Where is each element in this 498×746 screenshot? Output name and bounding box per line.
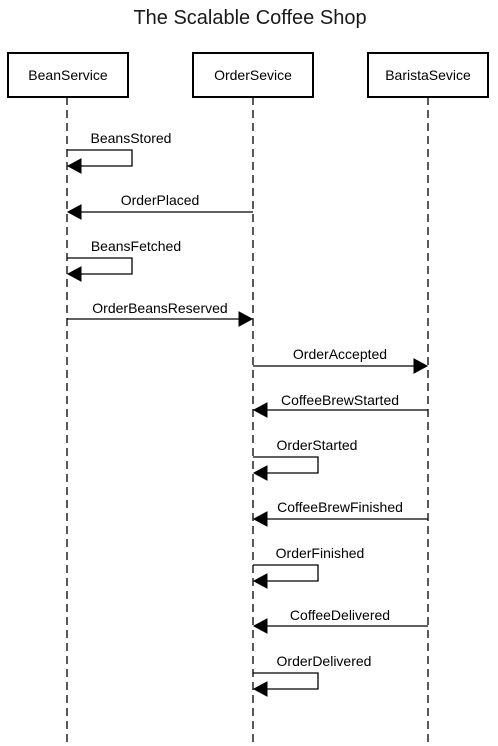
message-label: CoffeeBrewStarted (281, 392, 399, 408)
message-label: CoffeeDelivered (290, 607, 390, 623)
message-order-accepted: OrderAccepted (253, 346, 429, 374)
message-coffee-brew-finished: CoffeeBrewFinished (252, 499, 428, 527)
message-label: OrderAccepted (293, 346, 387, 362)
message-label: OrderDelivered (277, 653, 372, 669)
participant-label: BeanService (28, 67, 108, 83)
message-coffee-delivered: CoffeeDelivered (252, 607, 428, 634)
message-order-started: OrderStarted (252, 437, 358, 481)
participant-label: BaristaSevice (385, 67, 471, 83)
participant-label: OrderSevice (214, 67, 292, 83)
message-label: BeansFetched (91, 238, 181, 254)
message-coffee-brew-started: CoffeeBrewStarted (252, 392, 428, 418)
participant-order-service: OrderSevice (192, 52, 314, 98)
message-label: OrderStarted (277, 437, 358, 453)
message-beans-fetched: BeansFetched (66, 238, 181, 282)
message-order-finished: OrderFinished (252, 545, 365, 589)
message-label: OrderBeansReserved (92, 300, 227, 316)
message-label: OrderFinished (276, 545, 365, 561)
participant-barista-service: BaristaSevice (367, 52, 489, 98)
diagram-title: The Scalable Coffee Shop (133, 7, 366, 29)
message-order-beans-reserved: OrderBeansReserved (67, 300, 254, 327)
message-label: BeansStored (91, 130, 172, 146)
message-beans-stored: BeansStored (66, 130, 172, 174)
participant-bean-service: BeanService (7, 52, 129, 98)
message-order-placed: OrderPlaced (66, 192, 253, 220)
message-label: CoffeeBrewFinished (277, 499, 403, 515)
message-order-delivered: OrderDelivered (252, 653, 372, 697)
message-label: OrderPlaced (121, 192, 200, 208)
